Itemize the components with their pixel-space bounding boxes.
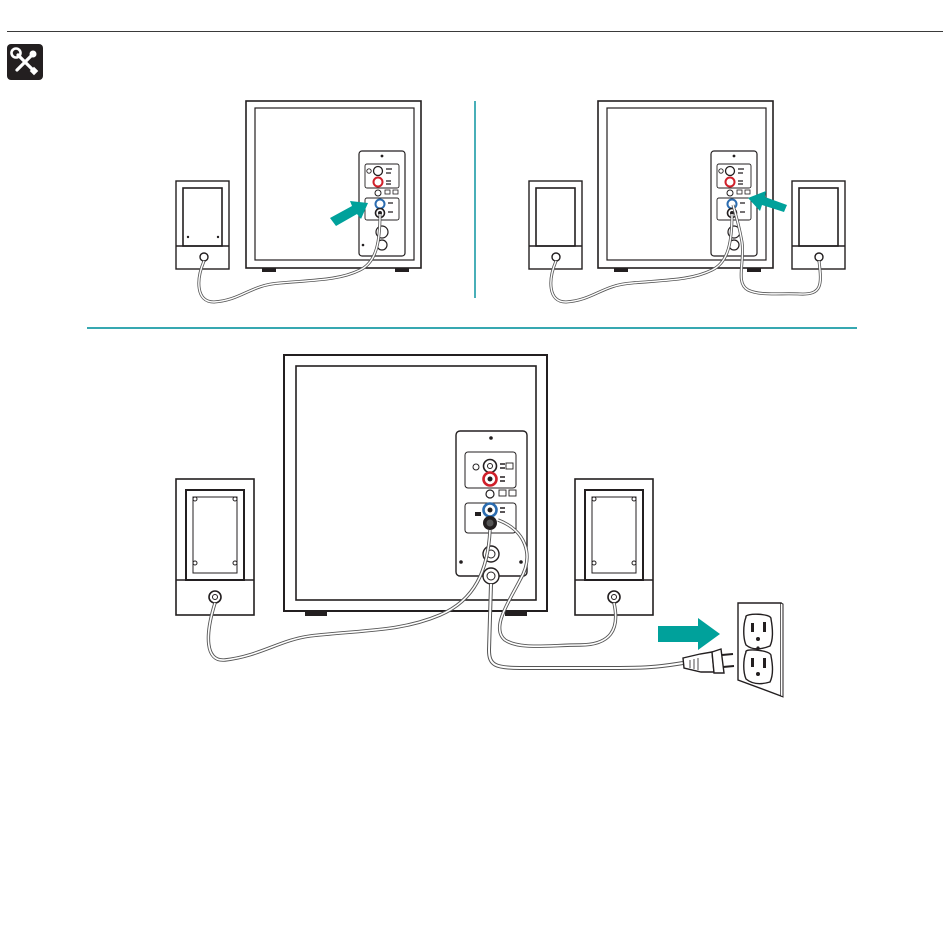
satellite-speaker-right xyxy=(792,181,845,269)
subwoofer xyxy=(598,101,773,272)
panel-right-speaker xyxy=(529,101,845,302)
satellite-speaker-left xyxy=(176,479,254,615)
jack-panel xyxy=(711,151,757,256)
panel-power xyxy=(176,355,783,697)
power-plug xyxy=(683,649,734,673)
panel-left-speaker xyxy=(176,101,421,302)
satellite-speaker-right xyxy=(575,479,653,615)
subwoofer xyxy=(284,355,547,616)
jack-panel xyxy=(456,431,527,584)
satellite-speaker-left xyxy=(176,181,229,269)
subwoofer xyxy=(246,101,421,272)
satellite-speaker-left xyxy=(529,181,582,269)
wall-outlet xyxy=(738,603,783,697)
arrow-right-icon xyxy=(658,618,720,650)
